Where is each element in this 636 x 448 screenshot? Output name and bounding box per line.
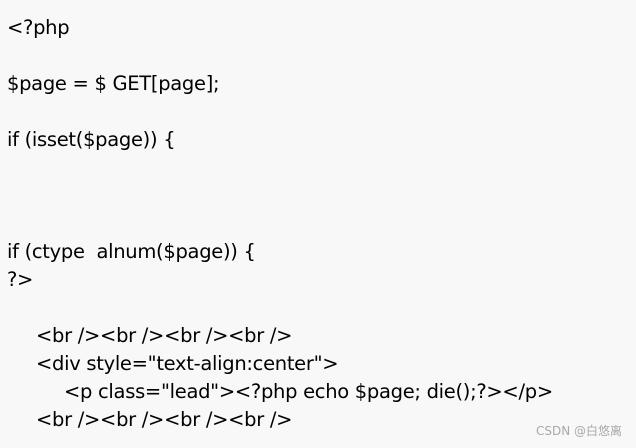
code-line-p-lead: <p class="lead"><?php echo $page; die();… (64, 380, 553, 403)
code-line-br-tags-2: <br /><br /><br /><br /> (36, 408, 293, 431)
code-line-isset-check: if (isset($page)) { (7, 128, 176, 151)
code-line-page-assign: $page = $ GET[page]; (7, 72, 220, 95)
code-line-div-open: <div style="text-align:center"> (36, 352, 339, 375)
code-line-php-open: <?php (7, 16, 70, 39)
code-line-ctype-check: if (ctype alnum($page)) { (7, 240, 256, 263)
code-line-php-close: ?> (7, 268, 34, 291)
watermark: CSDN @白悠离 (535, 424, 622, 438)
code-line-br-tags-1: <br /><br /><br /><br /> (36, 324, 293, 347)
